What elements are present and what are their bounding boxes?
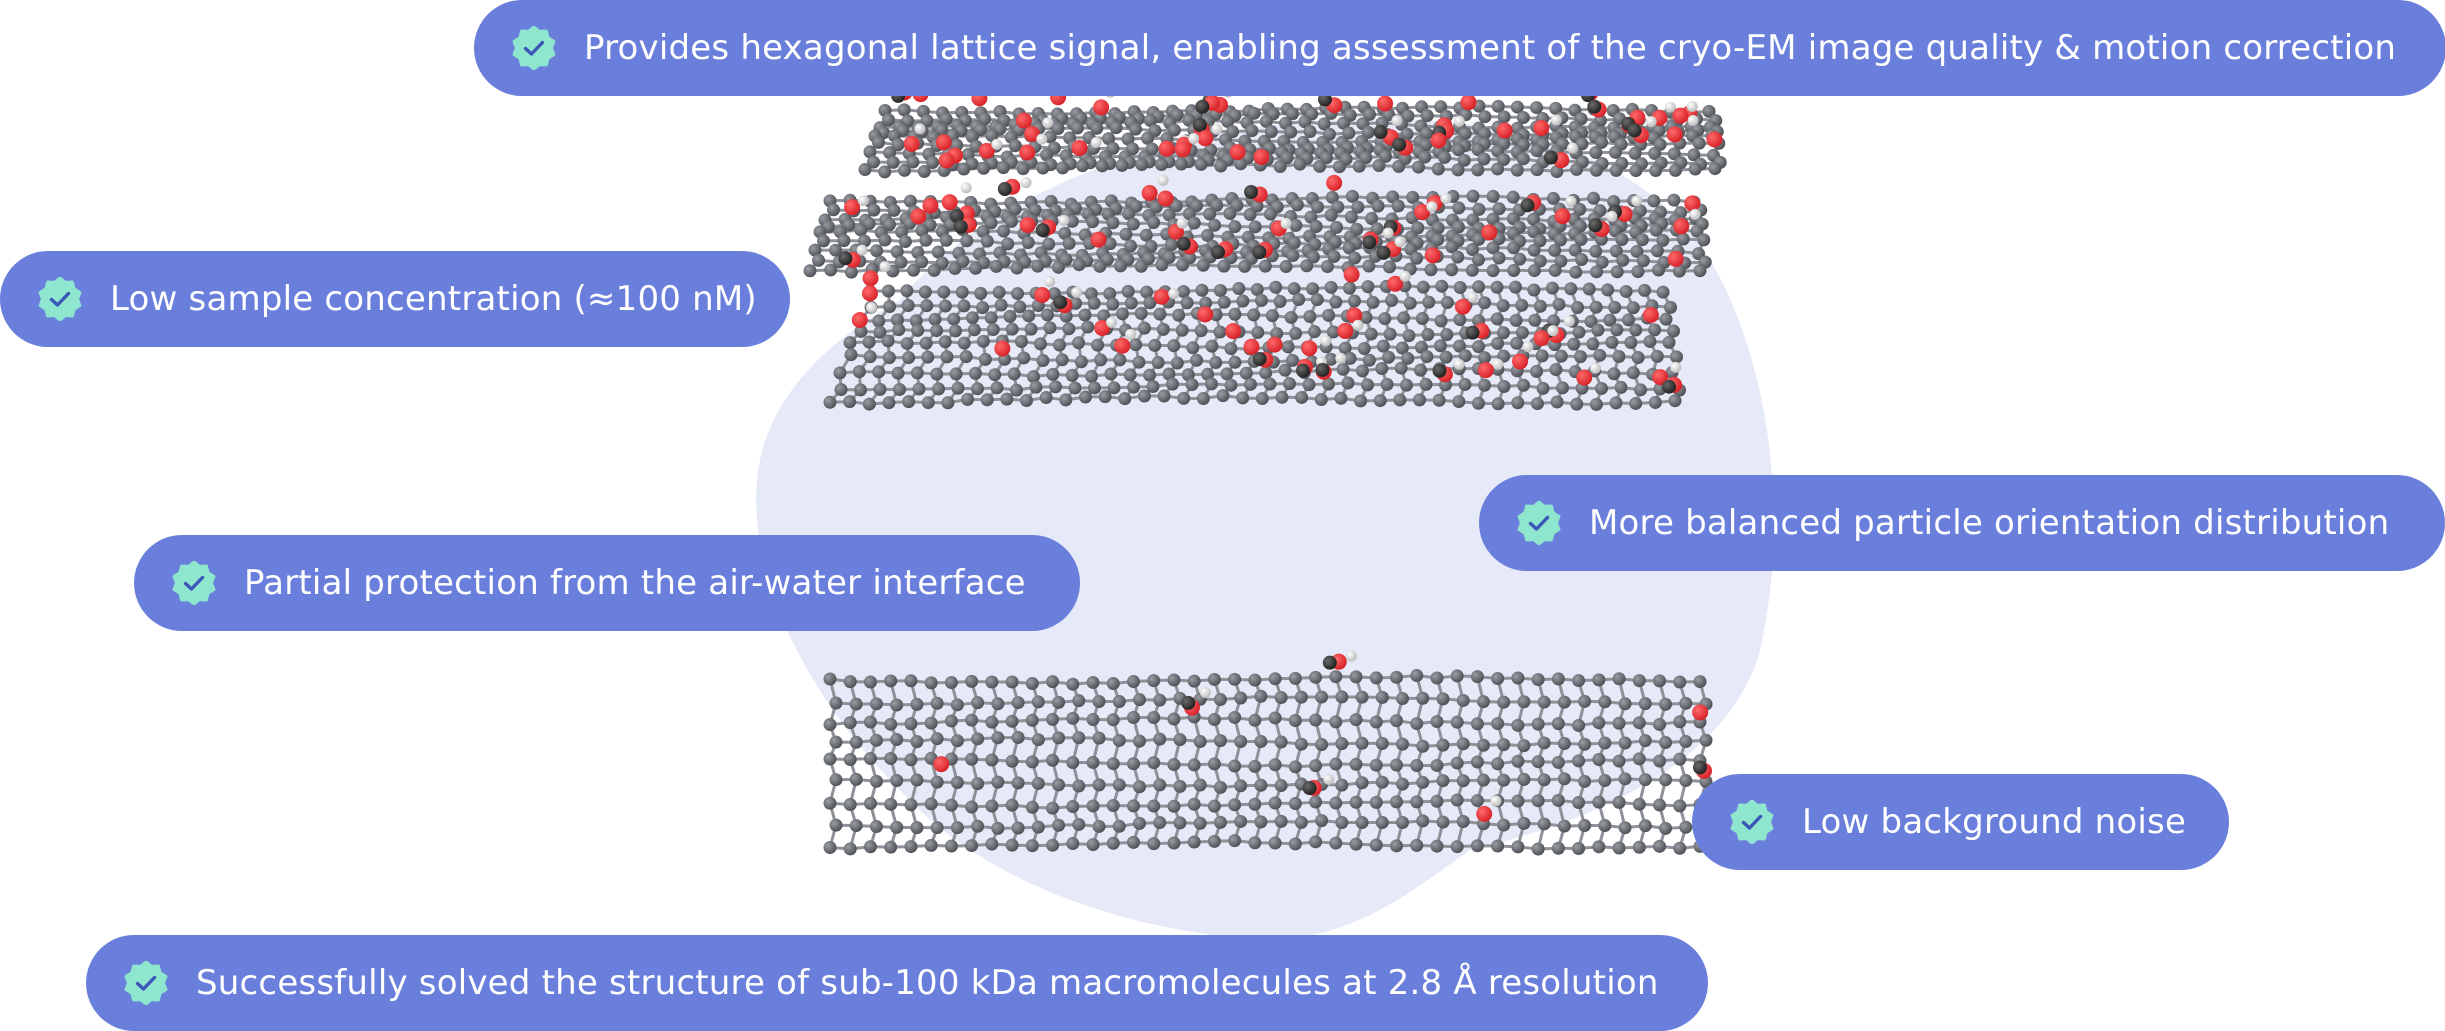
feature-lattice-signal: Provides hexagonal lattice signal, enabl… bbox=[474, 0, 2445, 96]
graphene-oxide-sheet-3 bbox=[823, 261, 1686, 411]
verified-check-badge-icon bbox=[124, 961, 168, 1005]
feature-low-background-noise: Low background noise bbox=[1692, 774, 2229, 870]
graphene-support-sheet bbox=[823, 650, 1713, 856]
feature-noise-label: Low background noise bbox=[1802, 802, 2187, 842]
verified-check-badge-icon bbox=[172, 561, 216, 605]
verified-check-badge-icon bbox=[38, 277, 82, 321]
feature-low-concentration: Low sample concentration (≈100 nM) bbox=[0, 251, 790, 347]
feature-air-water-protection: Partial protection from the air-water in… bbox=[134, 535, 1080, 631]
feature-lattice-label: Provides hexagonal lattice signal, enabl… bbox=[584, 28, 2397, 68]
verified-check-badge-icon bbox=[512, 26, 556, 70]
feature-structure-label: Successfully solved the structure of sub… bbox=[196, 963, 1659, 1003]
feature-orientation-distribution: More balanced particle orientation distr… bbox=[1479, 475, 2445, 571]
verified-check-badge-icon bbox=[1730, 800, 1774, 844]
graphene-oxide-sheet-2 bbox=[803, 174, 1712, 279]
graphene-oxide-sheet-1 bbox=[858, 79, 1727, 179]
feature-concentration-label: Low sample concentration (≈100 nM) bbox=[110, 279, 757, 319]
feature-orientation-label: More balanced particle orientation distr… bbox=[1589, 503, 2390, 543]
feature-structure-resolution: Successfully solved the structure of sub… bbox=[86, 935, 1708, 1031]
feature-airwater-label: Partial protection from the air-water in… bbox=[244, 563, 1026, 603]
verified-check-badge-icon bbox=[1517, 501, 1561, 545]
